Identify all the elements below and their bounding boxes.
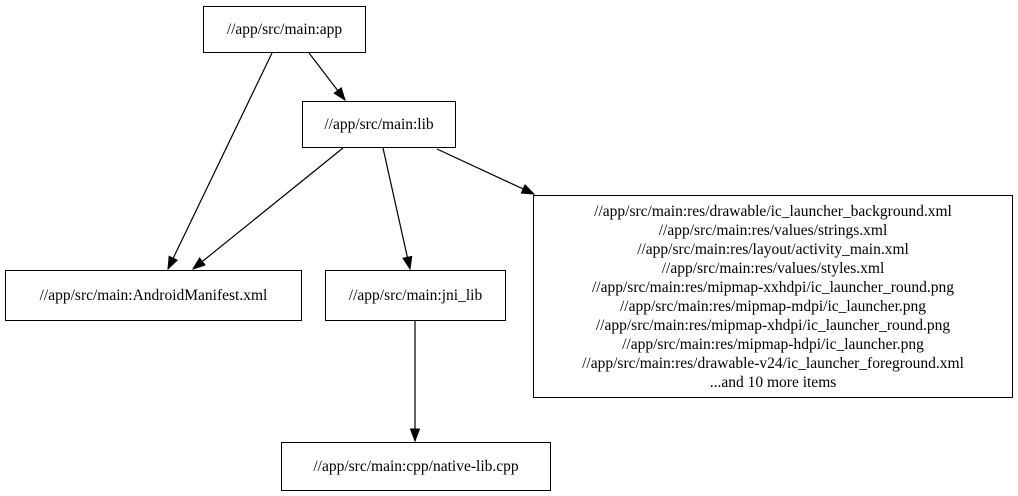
resource-more-items: ...and 10 more items — [709, 373, 837, 391]
edge-lib-to-resources — [436, 148, 534, 194]
edge-lib-to-manifest — [193, 147, 344, 269]
edge-lib-to-jni-lib — [382, 147, 410, 269]
resource-item: //app/src/main:res/layout/activity_main.… — [637, 240, 909, 258]
resource-item: //app/src/main:res/mipmap-xxhdpi/ic_laun… — [591, 278, 954, 296]
resource-item: //app/src/main:res/drawable-v24/ic_launc… — [582, 354, 964, 372]
node-native-lib-cpp: //app/src/main:cpp/native-lib.cpp — [281, 442, 551, 491]
node-app: //app/src/main:app — [203, 6, 366, 53]
node-lib-label: //app/src/main:lib — [324, 116, 434, 133]
node-resources-group: //app/src/main:res/drawable/ic_launcher_… — [533, 195, 1013, 398]
node-android-manifest: //app/src/main:AndroidManifest.xml — [5, 270, 302, 321]
resource-item: //app/src/main:res/values/strings.xml — [658, 221, 888, 239]
resource-item: //app/src/main:res/drawable/ic_launcher_… — [594, 202, 952, 220]
node-app-label: //app/src/main:app — [226, 21, 343, 38]
resource-item: //app/src/main:res/values/styles.xml — [661, 259, 885, 277]
node-lib: //app/src/main:lib — [302, 101, 456, 148]
node-jni-lib: //app/src/main:jni_lib — [325, 270, 506, 321]
resource-item: //app/src/main:res/mipmap-xhdpi/ic_launc… — [595, 316, 951, 334]
node-android-manifest-label: //app/src/main:AndroidManifest.xml — [39, 287, 268, 304]
edge-app-to-manifest — [168, 52, 273, 269]
node-native-lib-cpp-label: //app/src/main:cpp/native-lib.cpp — [313, 458, 519, 475]
resource-item: //app/src/main:res/mipmap-mdpi/ic_launch… — [619, 297, 927, 315]
edge-app-to-lib — [308, 52, 345, 100]
node-jni-lib-label: //app/src/main:jni_lib — [348, 287, 483, 304]
resource-item: //app/src/main:res/mipmap-hdpi/ic_launch… — [622, 335, 924, 353]
